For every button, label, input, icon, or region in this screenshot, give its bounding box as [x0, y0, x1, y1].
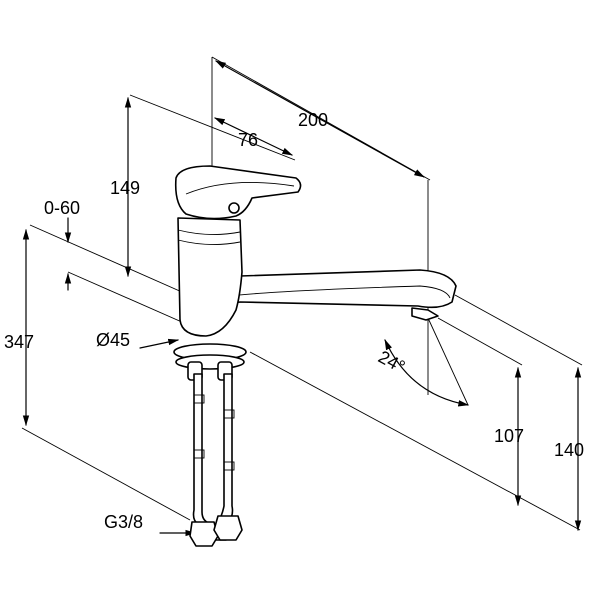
connection-nut-right — [213, 515, 243, 541]
dimension-lines — [22, 60, 582, 537]
connection-nut-left — [189, 521, 219, 547]
dim-label-76: 76 — [238, 130, 258, 150]
dim-line-76 — [214, 117, 293, 156]
faucet — [173, 165, 457, 547]
dim-line-200 — [215, 60, 425, 178]
dimension-labels: 200 76 149 0-60 347 Ø45 24° 107 140 G3/8 — [4, 110, 584, 532]
faucet-outlet — [411, 307, 439, 321]
lever-screw — [228, 202, 240, 214]
dim-arc-24 — [384, 339, 470, 407]
dim-label-g38: G3/8 — [104, 512, 143, 532]
faucet-body — [177, 217, 243, 337]
faucet-lever — [174, 165, 302, 220]
dim-label-140: 140 — [554, 440, 584, 460]
dim-label-107: 107 — [494, 426, 524, 446]
dim-label-347: 347 — [4, 332, 34, 352]
dim-leader-45 — [139, 338, 180, 349]
dim-label-24-degree: 24° — [375, 347, 408, 377]
supply-hose-right — [215, 373, 234, 541]
dim-label-0-60: 0-60 — [44, 198, 80, 218]
dim-label-diameter-45: Ø45 — [96, 330, 130, 350]
dim-label-149: 149 — [110, 178, 140, 198]
dim-label-200: 200 — [298, 110, 328, 130]
